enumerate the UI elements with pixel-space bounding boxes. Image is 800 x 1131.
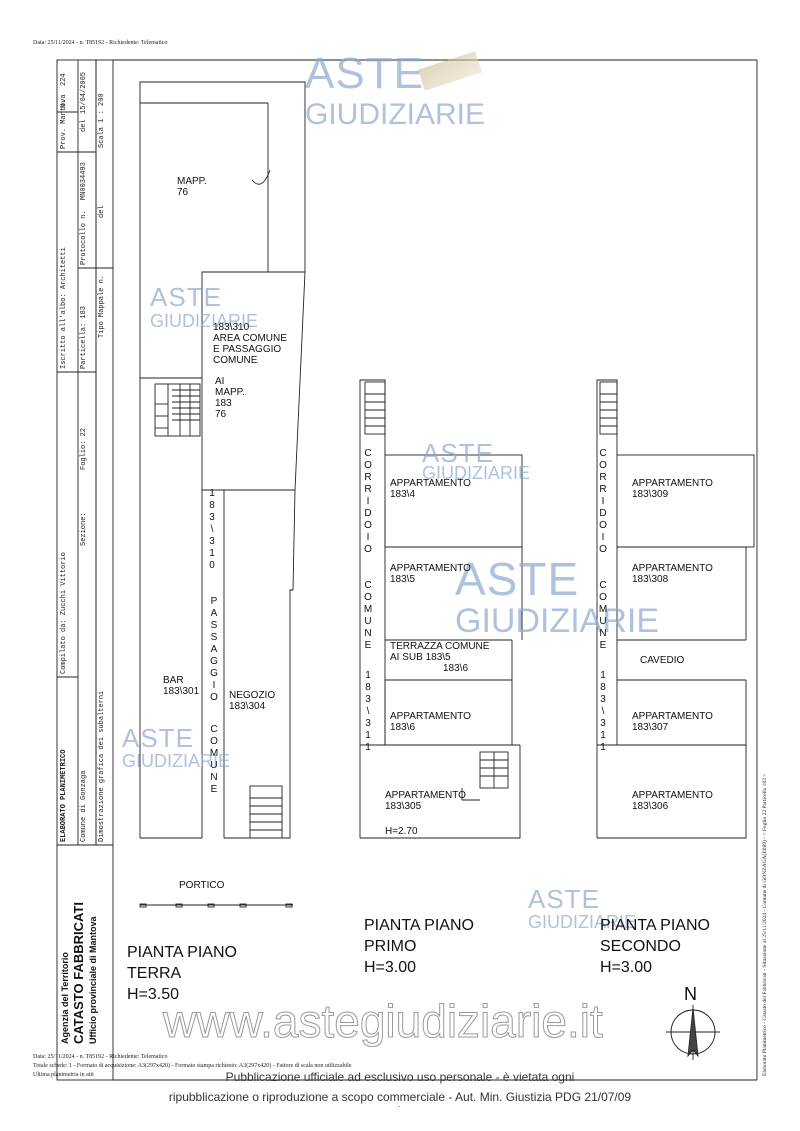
label-portico: PORTICO bbox=[179, 880, 225, 891]
label-comune-primo: C O M U N E bbox=[363, 580, 373, 651]
protocollo-date: 15/04/2005 bbox=[80, 71, 88, 114]
compass-icon bbox=[683, 1020, 703, 1040]
footer-line2: Totale schede: 1 - Formato di acquisizio… bbox=[33, 1063, 352, 1069]
label-id-secondo: 1 8 3 \ 3 1 1 bbox=[600, 670, 606, 753]
watermark-aste-2: ASTE bbox=[422, 438, 494, 468]
dimostrazione: Dimostrazione grafica dei subalterni bbox=[98, 690, 106, 842]
footer-line3: Ultima planimetria in atti bbox=[33, 1072, 94, 1078]
protocollo-value: MN0034493 bbox=[80, 162, 88, 200]
n-label: N. bbox=[60, 99, 68, 108]
particella: Particella: 183 bbox=[80, 305, 88, 369]
agency-line1: Agenzia del Territorio bbox=[60, 952, 70, 1044]
scala: Scala 1 : 200 bbox=[98, 93, 106, 148]
footer-line1: Data: 25/11/2024 - n. T85192 - Richieden… bbox=[33, 1054, 168, 1060]
agency-line2: CATASTO FABBRICATI bbox=[71, 901, 86, 1044]
watermark-site: www.astegiudiziarie.it bbox=[163, 995, 604, 1048]
disclaimer-line1: Pubblicazione ufficiale ad esclusivo uso… bbox=[225, 1070, 575, 1084]
n-value: 224 bbox=[60, 73, 68, 86]
disclaimer-line2: ripubblicazione o riproduzione a scopo c… bbox=[168, 1090, 632, 1104]
watermark-aste-top: ASTE bbox=[305, 49, 424, 98]
label-cavedio: CAVEDIO bbox=[640, 655, 685, 666]
watermark-aste-5: ASTE bbox=[528, 884, 600, 914]
compilato-da: Compilato da: Zucchi Vittorio bbox=[60, 552, 68, 674]
label-vert-id-terra: 1 8 3 \ 3 1 0 bbox=[209, 488, 215, 571]
label-comune-secondo: C O M U N E bbox=[598, 580, 608, 651]
watermark-giudiziarie-top: GIUDIZIARIE bbox=[305, 98, 486, 131]
watermark-giudiziarie-5: GIUDIZIARIE bbox=[528, 912, 637, 932]
tipo-del: del bbox=[98, 205, 106, 218]
protocollo-del: del bbox=[80, 119, 88, 132]
header-date-line: Data: 25/11/2024 - n. T85192 - Richieden… bbox=[33, 40, 168, 46]
protocollo-label: Protocollo n. bbox=[80, 210, 88, 265]
label-corridoio-primo: C O R R I D O I O bbox=[364, 448, 372, 555]
label-corridoio-secondo: C O R R I D O I O bbox=[599, 448, 607, 555]
watermark-aste-1: ASTE bbox=[150, 282, 222, 312]
label-vert-comune-terra: C O M U N E bbox=[209, 724, 219, 795]
tipo-mappale: Tipo Mappale n. bbox=[98, 274, 106, 338]
watermark-giudiziarie-3: GIUDIZIARIE bbox=[455, 602, 660, 640]
iscritto-albo: Iscritto all'albo: Architetti bbox=[60, 247, 68, 369]
right-margin-text: Elaborato Planimetrico - Catasto dei Fab… bbox=[762, 773, 768, 1076]
north-label: N bbox=[684, 984, 697, 1004]
foglio: Foglio: 22 bbox=[80, 427, 88, 470]
label-id-primo: 1 8 3 \ 3 1 1 bbox=[365, 670, 371, 753]
watermark-giudiziarie-2: GIUDIZIARIE bbox=[422, 463, 531, 483]
agency-line3: Ufficio provinciale di Mantova bbox=[88, 916, 98, 1044]
label-mapp76: MAPP.76 bbox=[177, 176, 207, 198]
label-h270: H=2.70 bbox=[385, 826, 418, 837]
comune: Comune di Gonzaga bbox=[80, 770, 88, 842]
watermark-aste-3: ASTE bbox=[455, 553, 580, 605]
doc-type: ELABORATO PLANIMETRICO bbox=[60, 749, 68, 842]
watermark-giudiziarie-4: GIUDIZIARIE bbox=[122, 751, 231, 771]
watermark-aste-4: ASTE bbox=[122, 723, 194, 753]
footer-dash: - bbox=[398, 1104, 400, 1110]
label-vert-passaggio: P A S S A G G I O bbox=[210, 596, 218, 703]
sezione: Sezione: bbox=[80, 512, 88, 546]
watermark-giudiziarie-1: GIUDIZIARIE bbox=[150, 311, 259, 331]
